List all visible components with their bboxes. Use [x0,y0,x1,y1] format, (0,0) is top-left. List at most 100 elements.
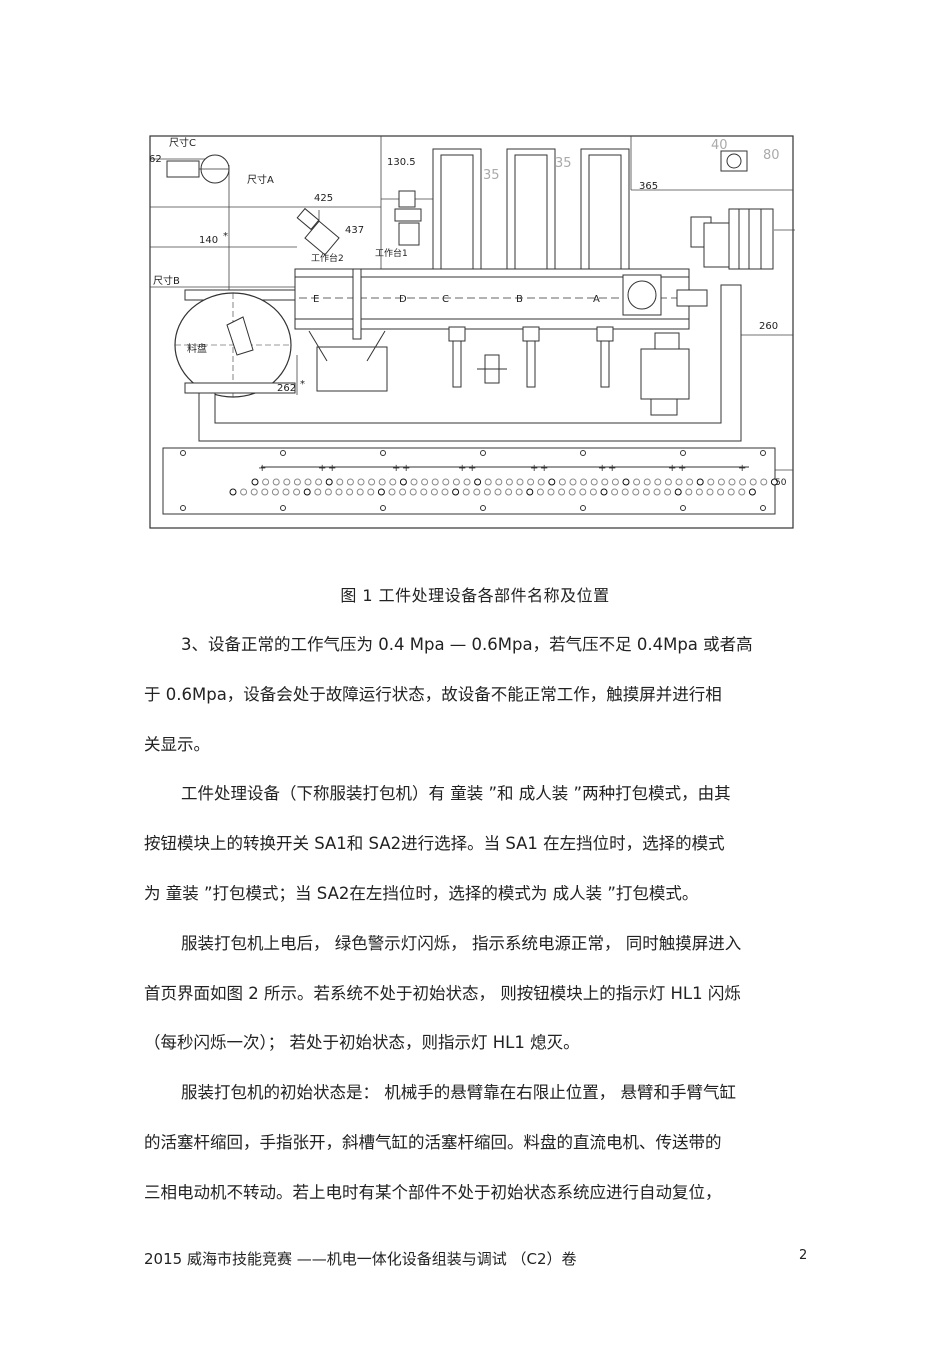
terminal-hole [760,478,768,486]
terminal-plus-mark: + [540,463,548,474]
label-size-c: 尺寸C [169,136,196,149]
terminal-hole [325,478,333,486]
terminal-hole [664,488,672,496]
terminal-hole [388,488,396,496]
terminal-markers: ++++++++++++++ [258,463,746,474]
layout-diagram: ++++++++++++++ 尺寸C 62 尺寸A 130.5 425 437 … [149,135,795,529]
terminal-hole [495,478,503,486]
terminal-hole [304,478,312,486]
terminal-hole [293,488,301,496]
terminal-hole [368,478,376,486]
terminal-hole [240,488,248,496]
paragraph-line-9: （每秒闪烁一次）； 若处于初始状态，则指示灯 HL1 熄灭。 [144,1033,580,1052]
terminal-hole [748,488,756,496]
dim-140-star: * [223,231,228,242]
label-size-a: 尺寸A [247,173,274,186]
page-number: 2 [799,1248,808,1263]
terminal-hole [250,488,258,496]
terminal-hole [303,488,311,496]
terminal-hole [357,478,365,486]
terminal-hole [717,488,725,496]
terminal-hole [251,478,259,486]
terminal-hole [728,478,736,486]
paragraph-line-12: 三相电动机不转动。若上电时有某个部件不处于初始状态系统应进行自动复位， [144,1183,722,1202]
terminal-hole [463,478,471,486]
terminal-hole [653,488,661,496]
terminal-hole [537,478,545,486]
platform-frame [149,135,794,529]
dim-437: 437 [345,225,364,236]
terminal-hole [399,478,407,486]
guard-rail [198,284,742,442]
terminal-hole [548,478,556,486]
terminal-hole [389,478,397,486]
conveyor-motor [640,332,690,416]
workstation-1 [394,190,422,246]
terminal-hole [632,488,640,496]
terminal-plate: ++++++++++++++ [162,447,778,515]
terminal-holes [229,478,778,496]
terminal-hole [738,488,746,496]
terminal-hole [283,478,291,486]
terminal-hole [536,488,544,496]
label-station-2: 工作台2 [311,252,344,264]
paragraph-line-7: 服装打包机上电后， 绿色警示灯闪烁， 指示系统电源正常， 同时触摸屏进入 [181,934,742,953]
label-d: D [399,294,407,305]
terminal-hole [452,478,460,486]
terminal-hole [399,488,407,496]
terminal-hole [727,488,735,496]
terminal-hole [367,488,375,496]
terminal-hole [293,478,301,486]
terminal-hole [494,488,502,496]
material-tray [174,289,296,398]
terminal-hole [589,488,597,496]
terminal-plus-mark: + [608,463,616,474]
terminal-hole [462,488,470,496]
terminal-hole [516,478,524,486]
equipment-layout-figure: ++++++++++++++ 尺寸C 62 尺寸A 130.5 425 437 … [149,135,795,530]
label-tray: 料盘 [187,342,207,355]
workstation-2 [296,207,340,256]
manipulator [308,330,388,392]
paragraph-line-4: 工件处理设备（下称服装打包机）有 童装 ”和 成人装 ”两种打包模式，由其 [181,784,731,803]
label-station-1: 工作台1 [375,247,408,259]
terminal-hole [558,488,566,496]
terminal-hole [611,478,619,486]
terminal-plus-mark: + [468,463,476,474]
terminal-plus-mark: + [458,463,466,474]
terminal-hole [654,478,662,486]
terminal-hole [675,478,683,486]
terminal-hole [430,488,438,496]
dim-130-5: 130.5 [387,157,416,168]
size-c-sensor [166,154,230,184]
terminal-hole [505,478,513,486]
terminal-hole [622,478,630,486]
terminal-hole [262,478,270,486]
terminal-hole [282,488,290,496]
dim-260: 260 [759,321,778,332]
dim-262: 262 [277,383,296,394]
terminal-plus-mark: + [530,463,538,474]
terminal-hole [600,488,608,496]
terminal-hole [580,478,588,486]
paragraph-line-11: 的活塞杆缩回，手指张开，斜槽气缸的活塞杆缩回。料盘的直流电机、传送带的 [144,1133,722,1152]
figure-caption: 图 1 工件处理设备各部件名称及位置 [340,586,610,605]
paragraph-line-10: 服装打包机的初始状态是： 机械手的悬臂靠在右限止位置， 悬臂和手臂气缸 [181,1083,736,1102]
terminal-hole [515,488,523,496]
terminal-hole [229,488,237,496]
terminal-hole [336,478,344,486]
terminal-hole [590,478,598,486]
paragraph-line-2: 于 0.6Mpa，设备会处于故障运行状态，故设备不能正常工作，触摸屏并进行相 [144,685,722,704]
dim-425: 425 [314,193,333,204]
terminal-hole [568,488,576,496]
terminal-hole [377,488,385,496]
terminal-hole [473,488,481,496]
terminal-plus-mark: + [328,463,336,474]
paragraph-line-1: 3、设备正常的工作气压为 0.4 Mpa — 0.6Mpa，若气压不足 0.4M… [181,635,753,654]
terminal-hole [717,478,725,486]
label-e: E [313,294,319,305]
paragraph-line-6: 为 童装 ”打包模式；当 SA2在左挡位时，选择的模式为 成人装 ”打包模式。 [144,884,699,903]
terminal-hole [695,488,703,496]
terminal-plus-mark: + [258,463,266,474]
terminal-hole [739,478,747,486]
